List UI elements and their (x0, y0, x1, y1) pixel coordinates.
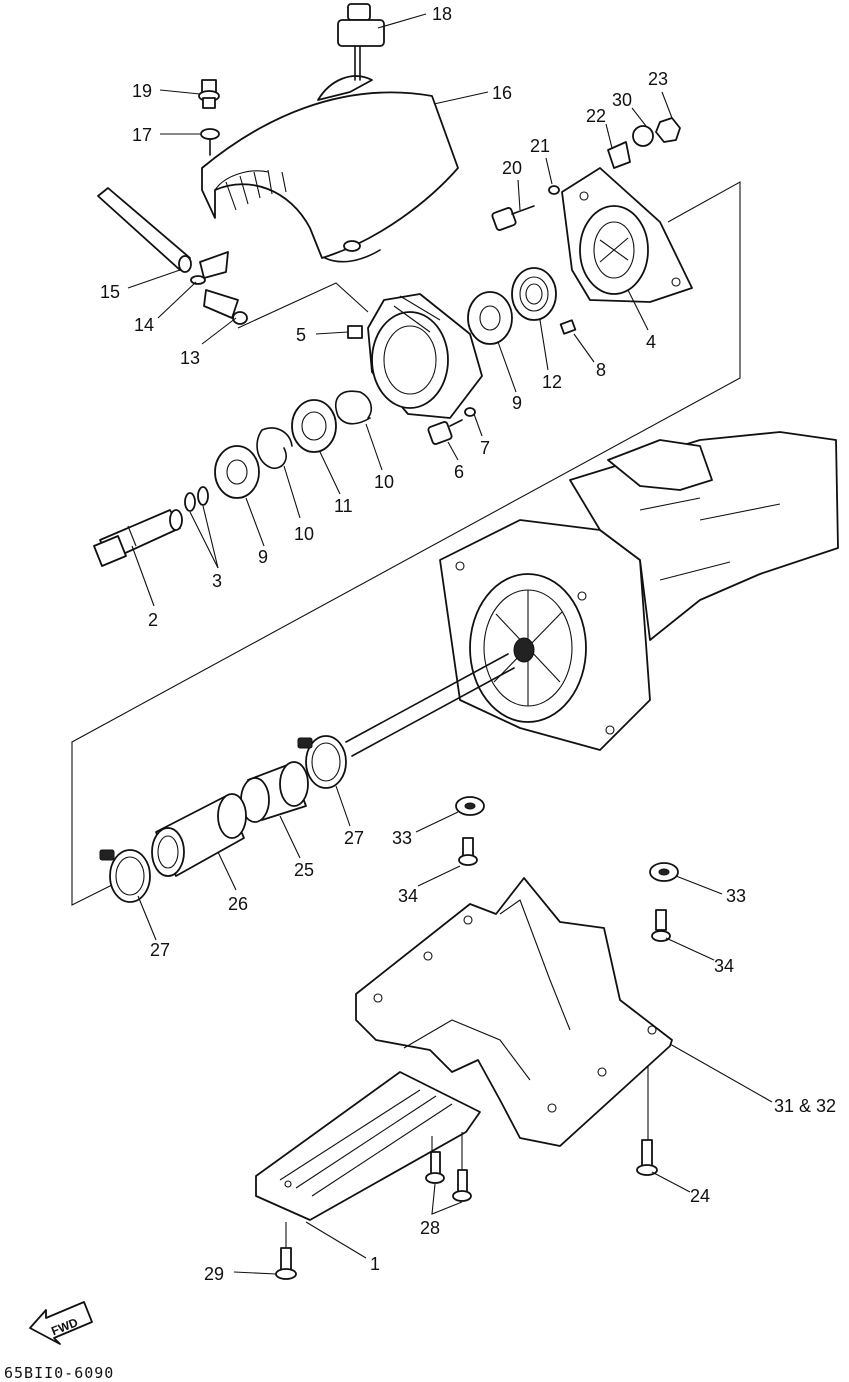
callout-34a: 34 (398, 886, 418, 906)
callout-6: 6 (454, 462, 464, 482)
cover-part-16 (201, 75, 459, 263)
callout-29: 29 (204, 1264, 224, 1284)
plate-part-5 (347, 325, 363, 339)
clamp-part-27a (297, 735, 347, 789)
bearing-part-9b (214, 445, 260, 499)
washer-part-7 (464, 407, 476, 417)
callout-19: 19 (132, 81, 152, 101)
screw-part-28 (425, 1151, 472, 1202)
callout-17: 17 (132, 125, 152, 145)
callout-26: 26 (228, 894, 248, 914)
washer-part-21 (548, 185, 560, 195)
fwd-arrow-icon: FWD (29, 1301, 93, 1345)
bolt-part-6 (427, 419, 463, 445)
callout-24: 24 (690, 1186, 710, 1206)
assembly-frame (71, 181, 741, 906)
callout-23: 23 (648, 69, 668, 89)
callout-31-32: 31 & 32 (774, 1096, 836, 1116)
callout-14: 14 (134, 315, 154, 335)
washer-part-17 (200, 128, 220, 156)
clip-part-14 (190, 251, 229, 285)
callout-5: 5 (296, 325, 306, 345)
callout-2: 2 (148, 610, 158, 630)
callout-7: 7 (480, 438, 490, 458)
callout-8: 8 (596, 360, 606, 380)
seal-part-12 (511, 267, 557, 321)
o-ring-part-3 (184, 486, 209, 512)
leader-lines (127, 13, 773, 1275)
callout-11: 11 (334, 496, 353, 516)
snap-ring-part-10a (335, 390, 373, 425)
bolt-part-19 (198, 79, 220, 109)
pump-housing-assembly (439, 431, 839, 751)
callout-34b: 34 (714, 956, 734, 976)
nut-part-33b (649, 862, 679, 882)
callout-10b: 10 (294, 524, 314, 544)
callout-20: 20 (502, 158, 522, 178)
callout-22: 22 (586, 106, 606, 126)
snap-ring-part-10b (256, 427, 293, 470)
screw-part-29 (275, 1247, 297, 1280)
grate-part-1 (255, 1071, 481, 1221)
callout-10a: 10 (374, 472, 394, 492)
callout-1: 1 (370, 1254, 380, 1274)
callout-3: 3 (212, 571, 222, 591)
intake-duct-part-31-32 (355, 877, 673, 1147)
nut-part-33a (455, 796, 485, 816)
bolt-part-20 (491, 205, 535, 231)
callout-13: 13 (180, 348, 200, 368)
callout-9b: 9 (258, 547, 268, 567)
clamp-part-27b (99, 849, 151, 903)
nut-part-23 (655, 117, 681, 143)
bracket-part-22 (607, 141, 631, 169)
bearing-housing-part (367, 293, 483, 419)
callout-12: 12 (542, 372, 562, 392)
screw-part-24 (636, 1139, 658, 1176)
callout-15: 15 (100, 282, 120, 302)
callout-4: 4 (646, 332, 656, 352)
housing-part-4 (561, 167, 693, 303)
shaft-part-2 (93, 509, 183, 567)
callout-21: 21 (530, 136, 550, 156)
callout-27b: 27 (150, 940, 170, 960)
callout-33b: 33 (726, 886, 746, 906)
diagram-code: 65BII0-6090 (4, 1364, 114, 1382)
washer-part-30 (632, 125, 654, 147)
callout-9a: 9 (512, 393, 522, 413)
hose-part-26 (151, 793, 247, 877)
callout-33a: 33 (392, 828, 412, 848)
callout-25: 25 (294, 860, 314, 880)
bearing-part-9a (467, 291, 513, 345)
sleeve-part-25 (240, 761, 309, 823)
callout-27a: 27 (344, 828, 364, 848)
bearing-part-11 (291, 399, 337, 453)
rod-part-15 (97, 187, 192, 273)
callout-18: 18 (432, 4, 452, 24)
screw-part-18 (337, 3, 385, 81)
screw-part-34a (458, 837, 478, 866)
screw-part-34b (651, 909, 671, 942)
pin-part-8 (559, 319, 577, 335)
callout-16: 16 (492, 83, 512, 103)
fitting-part-13 (203, 289, 248, 325)
callout-30: 30 (612, 90, 632, 110)
callout-28: 28 (420, 1218, 440, 1238)
drive-shaft (345, 653, 515, 757)
callout-labels: 18 16 19 17 23 30 22 21 20 15 14 13 5 4 … (100, 4, 836, 1284)
